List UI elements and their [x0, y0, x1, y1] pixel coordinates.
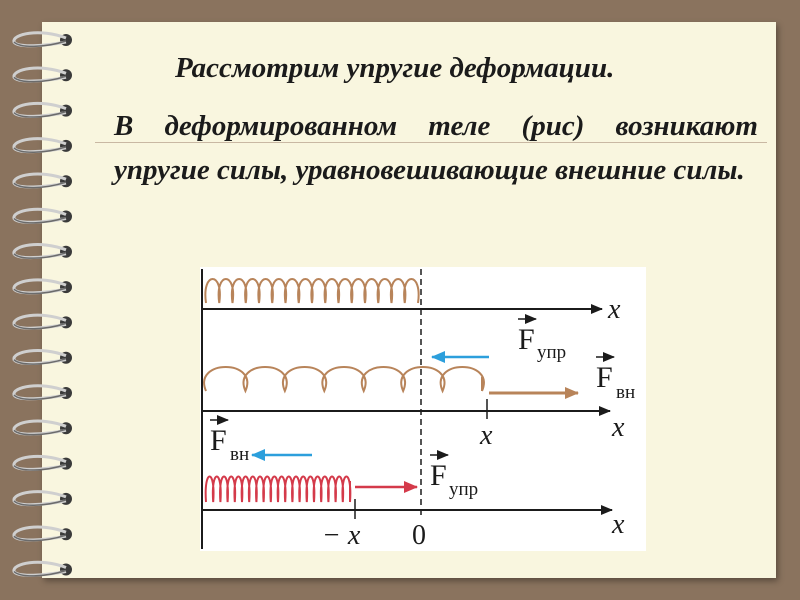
svg-text:вн: вн [616, 382, 635, 403]
ring-8 [12, 313, 72, 330]
stretch-x-label: x [479, 420, 493, 451]
svg-text:упр: упр [449, 479, 478, 500]
ring-11 [12, 419, 72, 436]
ring-5 [12, 207, 72, 224]
svg-text:F: F [596, 361, 613, 394]
slide-paragraph: В деформированном теле (рис) возникают у… [114, 110, 758, 186]
ring-14 [12, 525, 72, 542]
spring-relaxed [204, 278, 420, 304]
ring-7 [12, 278, 72, 295]
slide-title: Рассмотрим упругие деформации. [175, 52, 615, 84]
ring-2 [12, 101, 72, 118]
spring-stretched [203, 366, 485, 394]
ring-6 [12, 243, 72, 260]
svg-text:F: F [210, 424, 227, 457]
axis-label-row3: x [611, 509, 625, 540]
svg-text:вн: вн [230, 444, 249, 465]
ring-15 [12, 560, 72, 577]
svg-text:упр: упр [537, 342, 566, 363]
figure-canvas: x x x F упр F вн F вн F [201, 269, 635, 551]
ring-13 [12, 490, 72, 507]
axis-label-row1: x [607, 294, 621, 325]
spring-compressed [204, 475, 352, 503]
spring-deformation-figure: x x x F упр F вн F вн F [200, 267, 646, 551]
ring-3 [12, 137, 72, 154]
compress-x-label: − x [322, 520, 361, 551]
label-f-upr-row3: F упр [430, 450, 478, 500]
spiral-binding [12, 31, 72, 577]
label-f-vn-row3: F вн [210, 415, 249, 465]
svg-text:F: F [430, 459, 447, 492]
ring-10 [12, 384, 72, 401]
label-f-upr-row2: F упр [518, 314, 566, 363]
ring-0 [12, 31, 72, 48]
axis-label-row2: x [611, 412, 625, 443]
label-f-vn-row2: F вн [596, 352, 635, 403]
ring-12 [12, 454, 72, 471]
ring-1 [12, 66, 72, 83]
divider-line [95, 142, 767, 143]
ring-4 [12, 172, 72, 189]
zero-label: 0 [412, 520, 426, 551]
ring-9 [12, 349, 72, 365]
svg-text:F: F [518, 323, 535, 356]
